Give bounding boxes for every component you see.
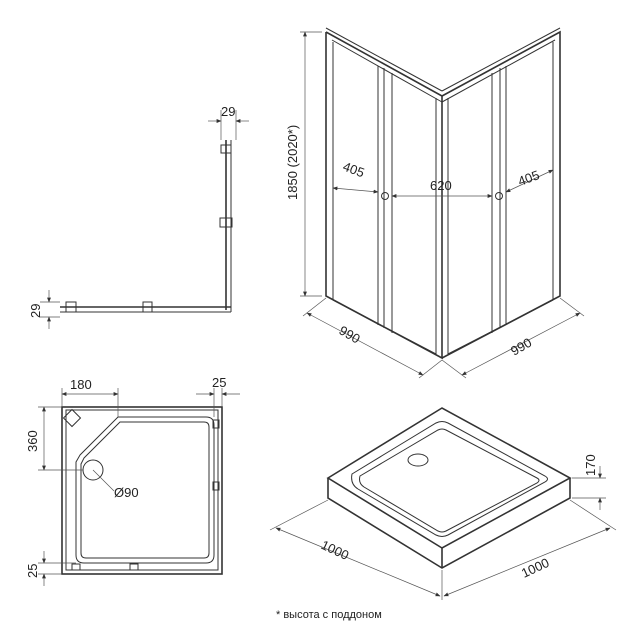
tray-iso-view: 170 1000 1000	[269, 407, 617, 600]
dim-170: 170	[583, 454, 598, 476]
dim-25-bottom: 25	[25, 564, 40, 578]
dim-height: 1850 (2020*)	[285, 125, 300, 200]
profile-handle	[219, 217, 233, 228]
dim-25-top: 25	[212, 375, 226, 390]
dim-1000-left: 1000	[319, 537, 352, 563]
tray-basin	[75, 416, 215, 564]
dim-180: 180	[70, 377, 92, 392]
dim-405-left: 405	[341, 159, 367, 181]
footnote: * высота с поддоном	[276, 609, 382, 621]
dim-29-top: 29	[221, 104, 235, 119]
tray-plan-view: 180 25 360 25 Ø90	[25, 375, 240, 586]
dim-990-left: 990	[337, 323, 363, 347]
dim-620: 620	[430, 178, 452, 193]
dim-drain: Ø90	[114, 485, 139, 500]
dim-1000-right: 1000	[519, 555, 552, 581]
corner-fitting	[62, 408, 82, 428]
profile-view: 29 29	[28, 104, 249, 329]
tray-iso-basin	[351, 421, 548, 537]
dim-405-right: 405	[516, 167, 542, 189]
tray-top	[326, 407, 572, 549]
profile-cap-h	[65, 301, 77, 313]
right-panel-frame	[441, 30, 561, 359]
front-view: 405 620 405 1850 (2020*) 990 990	[285, 27, 585, 379]
dim-990-right: 990	[508, 335, 534, 359]
right-door-handle	[495, 192, 503, 200]
profile-cap	[220, 144, 232, 154]
profile-handle-h	[142, 301, 153, 313]
left-door-handle	[381, 192, 389, 200]
tray-outer	[61, 406, 223, 575]
dim-29-left: 29	[28, 304, 43, 318]
tray-iso-drain	[407, 453, 429, 467]
dim-360: 360	[25, 430, 40, 452]
